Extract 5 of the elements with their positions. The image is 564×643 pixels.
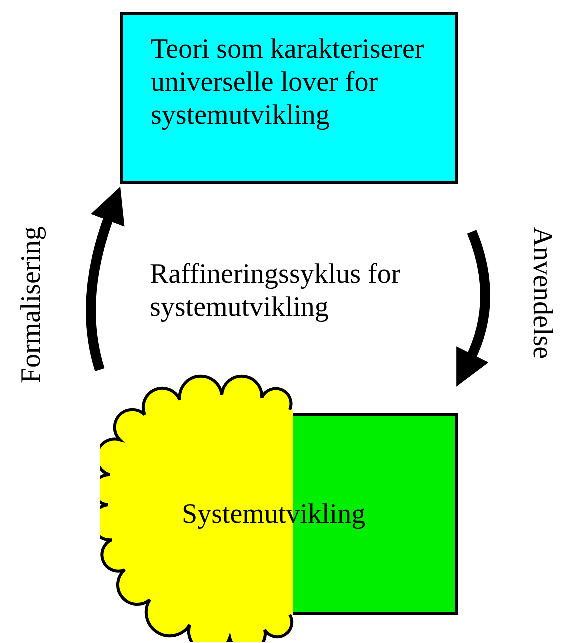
theory-box bbox=[120, 12, 458, 184]
curved-arrow bbox=[456, 230, 490, 388]
cycle-label: Raffineringssyklus for systemutvikling bbox=[150, 258, 402, 324]
node-text: Teori som karakteriserer universelle lover for systemutvikling bbox=[151, 33, 426, 132]
curved-arrow bbox=[86, 186, 125, 372]
